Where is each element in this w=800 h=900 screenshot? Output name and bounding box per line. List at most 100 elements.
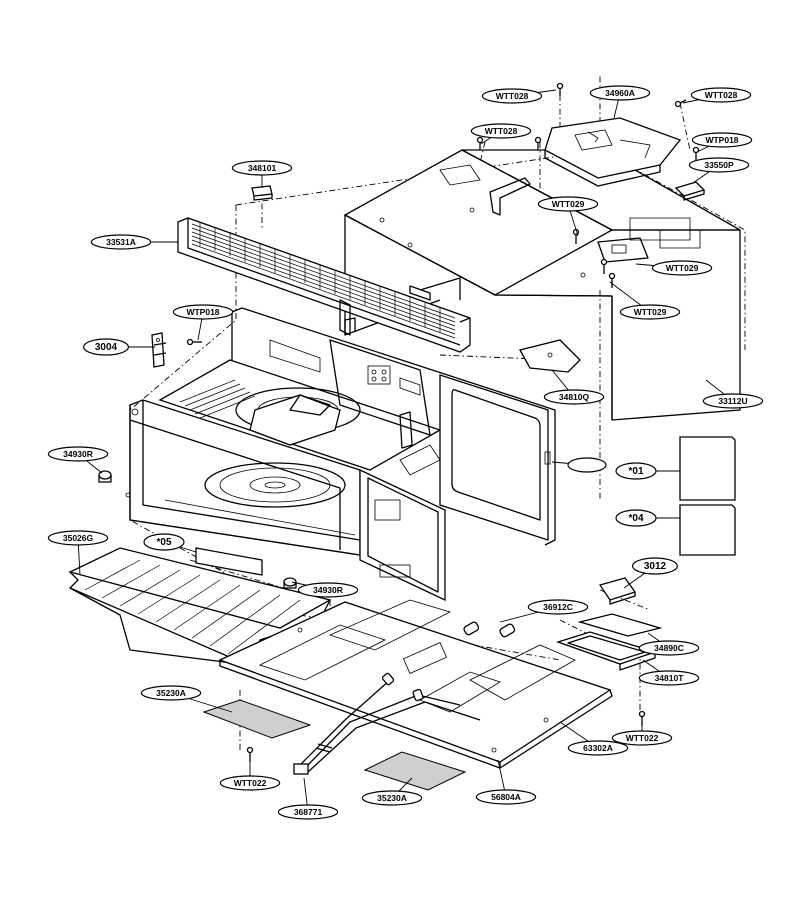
label-text: WTT029 bbox=[552, 199, 585, 209]
part-label-34810T: 34810T bbox=[638, 659, 700, 686]
label-oval bbox=[361, 790, 423, 806]
label-oval bbox=[615, 462, 657, 480]
label-text: WTT028 bbox=[485, 126, 518, 136]
top-plate-34960A bbox=[544, 117, 682, 187]
part-label-56804A: 56804A bbox=[475, 759, 537, 805]
part-label-WTT022-right: WTT022 bbox=[611, 720, 673, 746]
label-oval bbox=[631, 557, 678, 575]
grease-filter-35230A-left bbox=[202, 699, 312, 739]
grease-filter-35230A-right bbox=[363, 751, 467, 791]
part-label-34930R-left: 34930R bbox=[47, 446, 109, 474]
part-label-348101: 348101 bbox=[231, 160, 293, 188]
label-oval bbox=[140, 685, 202, 701]
bracket-3004 bbox=[151, 332, 167, 368]
cavity-vents bbox=[179, 379, 256, 419]
part-label-35230A-bottom: 35230A bbox=[361, 777, 423, 806]
part-label-WTT022-left: WTT022 bbox=[219, 762, 281, 791]
label-oval bbox=[143, 533, 185, 551]
light-frame-34810T bbox=[555, 631, 658, 671]
label-oval bbox=[619, 304, 681, 320]
label-oval bbox=[277, 804, 339, 820]
label-text: 36912C bbox=[543, 602, 573, 612]
label-oval bbox=[82, 338, 129, 356]
clip-348101 bbox=[251, 185, 273, 201]
part-label-WTP018-left: WTP018 bbox=[172, 304, 234, 341]
label-oval bbox=[47, 446, 109, 462]
part-label-36912C: 36912C bbox=[499, 599, 589, 623]
part-label-35026G: 35026G bbox=[47, 530, 109, 576]
part-label-33531A: 33531A bbox=[90, 234, 178, 250]
lamp-socket-36912C-a bbox=[463, 621, 480, 636]
label-strip-05 bbox=[195, 547, 263, 576]
label-oval bbox=[611, 730, 673, 746]
bracket-33550P bbox=[674, 181, 706, 201]
label-text: 368771 bbox=[294, 807, 323, 817]
part-label-33550P: 33550P bbox=[688, 157, 750, 184]
rack-wires bbox=[84, 559, 301, 655]
label-text: 34930R bbox=[63, 449, 93, 459]
sheet-note-04 bbox=[679, 504, 736, 556]
label-text: *01 bbox=[628, 466, 643, 477]
part-label-blank-oval bbox=[551, 457, 607, 473]
label-oval bbox=[615, 509, 657, 527]
roller-34930R-center bbox=[283, 577, 297, 589]
label-oval bbox=[47, 530, 109, 546]
part-label-note-01: *01 bbox=[615, 462, 680, 480]
label-text: 35026G bbox=[63, 533, 94, 543]
part-label-34810Q: 34810Q bbox=[543, 369, 605, 405]
label-text: 33531A bbox=[106, 237, 136, 247]
screw-wtp018-left bbox=[186, 338, 202, 346]
bracket-3012 bbox=[598, 577, 637, 605]
label-oval bbox=[231, 160, 293, 176]
part-label-note-04: *04 bbox=[615, 509, 680, 527]
grille-slots bbox=[191, 222, 456, 339]
label-text: WTT022 bbox=[626, 733, 659, 743]
roller-34930R-left bbox=[98, 470, 112, 483]
part-label-34890C: 34890C bbox=[638, 632, 700, 656]
label-oval bbox=[297, 582, 359, 598]
label-text: 33112U bbox=[718, 396, 747, 406]
label-oval bbox=[470, 123, 532, 139]
label-text: 3004 bbox=[95, 342, 118, 353]
screw-wtt022-left bbox=[246, 746, 254, 762]
label-oval bbox=[702, 393, 764, 409]
base-plate-63302A bbox=[218, 599, 613, 769]
label-text: WTT022 bbox=[234, 778, 267, 788]
label-oval bbox=[691, 132, 753, 148]
part-label-34960A: 34960A bbox=[589, 85, 651, 119]
label-oval bbox=[172, 304, 234, 320]
label-text: 56804A bbox=[491, 792, 521, 802]
label-text: WTP018 bbox=[186, 307, 219, 317]
part-label-WTT029-right-upper: WTT029 bbox=[635, 260, 713, 276]
latch-plate-34810Q bbox=[519, 339, 581, 373]
label-text: *05 bbox=[156, 537, 171, 548]
wire-harness-368771 bbox=[293, 672, 481, 775]
label-text: 63302A bbox=[583, 743, 613, 753]
label-text: WTT028 bbox=[705, 90, 738, 100]
part-label-35230A-left: 35230A bbox=[140, 685, 233, 713]
label-text: WTT028 bbox=[496, 91, 529, 101]
screw-wtt028-a bbox=[556, 82, 564, 96]
lens-34890C bbox=[577, 613, 663, 637]
label-text: 35230A bbox=[377, 793, 407, 803]
part-label-3004: 3004 bbox=[82, 338, 155, 356]
part-label-3012: 3012 bbox=[623, 557, 678, 589]
lamp-socket-36912C-b bbox=[499, 623, 516, 638]
label-oval bbox=[638, 670, 700, 686]
label-text: WTT029 bbox=[634, 307, 667, 317]
label-oval bbox=[589, 85, 651, 101]
part-label-368771: 368771 bbox=[277, 777, 339, 820]
label-oval bbox=[543, 389, 605, 405]
label-oval bbox=[475, 789, 537, 805]
label-text: 34890C bbox=[654, 643, 684, 653]
label-text: 33550P bbox=[704, 160, 734, 170]
label-oval bbox=[219, 775, 281, 791]
part-label-note-05: *05 bbox=[143, 533, 197, 553]
screw-wtt028-c bbox=[476, 136, 542, 150]
label-oval bbox=[567, 457, 607, 473]
label-oval bbox=[651, 260, 713, 276]
label-text: 348101 bbox=[248, 163, 277, 173]
grille-33531A bbox=[177, 217, 471, 353]
